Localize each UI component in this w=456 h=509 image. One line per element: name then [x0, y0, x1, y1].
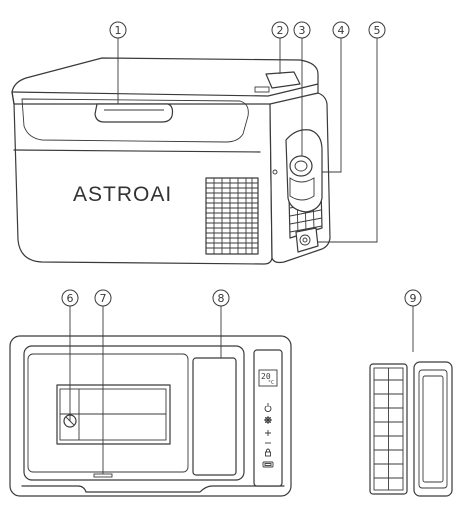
- lock-icon[interactable]: [265, 448, 271, 457]
- brand-logo: ASTROAI: [73, 183, 172, 206]
- callout-5: 5: [374, 24, 381, 37]
- gear-icon[interactable]: [264, 416, 272, 424]
- callout-6: 6: [67, 292, 74, 305]
- fridge-lid-top: [11, 57, 319, 105]
- lid-handle: [94, 103, 174, 123]
- ice-tray-right: [413, 361, 453, 497]
- callout-8: 8: [218, 292, 225, 305]
- power-sockets: [295, 227, 319, 253]
- callouts: 1 2 3 4 5 6 7 8 9: [61, 21, 422, 474]
- fridge-3d-view: ASTROAI: [11, 57, 331, 265]
- vent-grille-front: [205, 177, 259, 255]
- lid-control-panel: [265, 71, 301, 89]
- fridge-top-view: 20 °C: [9, 335, 292, 497]
- lid-front-panel: [21, 98, 249, 143]
- callout-9: 9: [410, 292, 417, 305]
- callout-1: 1: [115, 24, 122, 37]
- lcd-display: [258, 369, 278, 387]
- callout-2: 2: [277, 24, 284, 37]
- callout-4: 4: [338, 24, 345, 37]
- plus-icon[interactable]: [265, 430, 271, 436]
- usb-icon: [262, 461, 274, 468]
- wire-basket: [56, 384, 171, 445]
- callout-3: 3: [299, 24, 306, 37]
- ice-trays: [369, 361, 453, 497]
- lcd-temp: 20: [261, 372, 271, 381]
- drain-cap: [289, 155, 313, 177]
- side-compartment: [192, 357, 237, 476]
- power-icon[interactable]: [264, 403, 272, 412]
- lcd-unit: °C: [268, 380, 274, 386]
- callout-7: 7: [100, 292, 107, 305]
